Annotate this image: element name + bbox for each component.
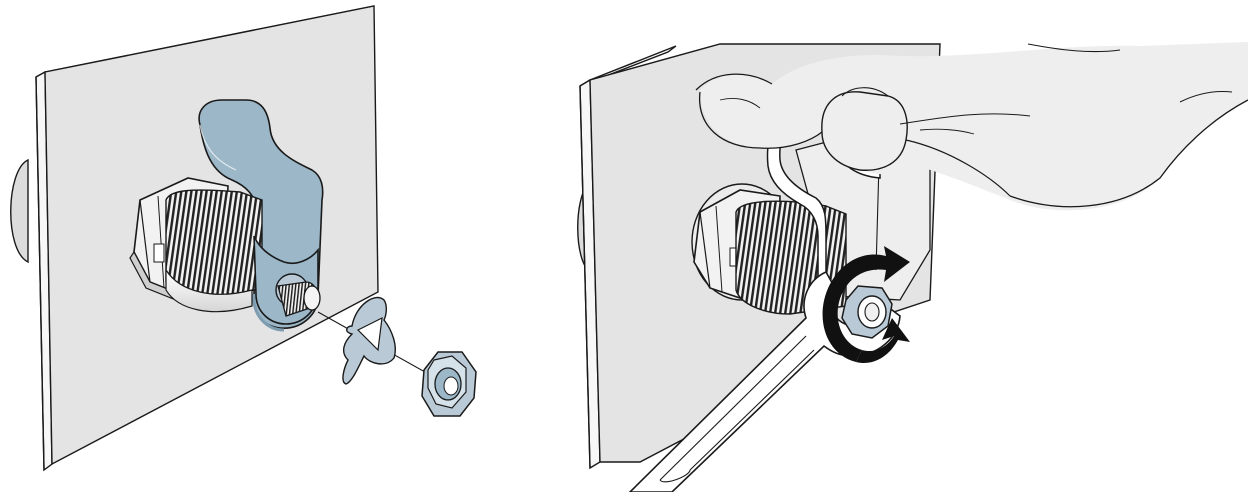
left-figure <box>10 5 477 472</box>
right-hand <box>695 42 1248 211</box>
left-rear-knob <box>10 158 29 264</box>
right-figure <box>577 42 1248 492</box>
left-lock-washer <box>342 296 396 385</box>
right-hex-nut <box>841 285 893 339</box>
left-hex-nut <box>421 351 477 417</box>
left-threaded-stud <box>277 281 321 317</box>
right-tighten-arrow <box>822 246 910 364</box>
left-threaded-barrel <box>165 189 263 313</box>
